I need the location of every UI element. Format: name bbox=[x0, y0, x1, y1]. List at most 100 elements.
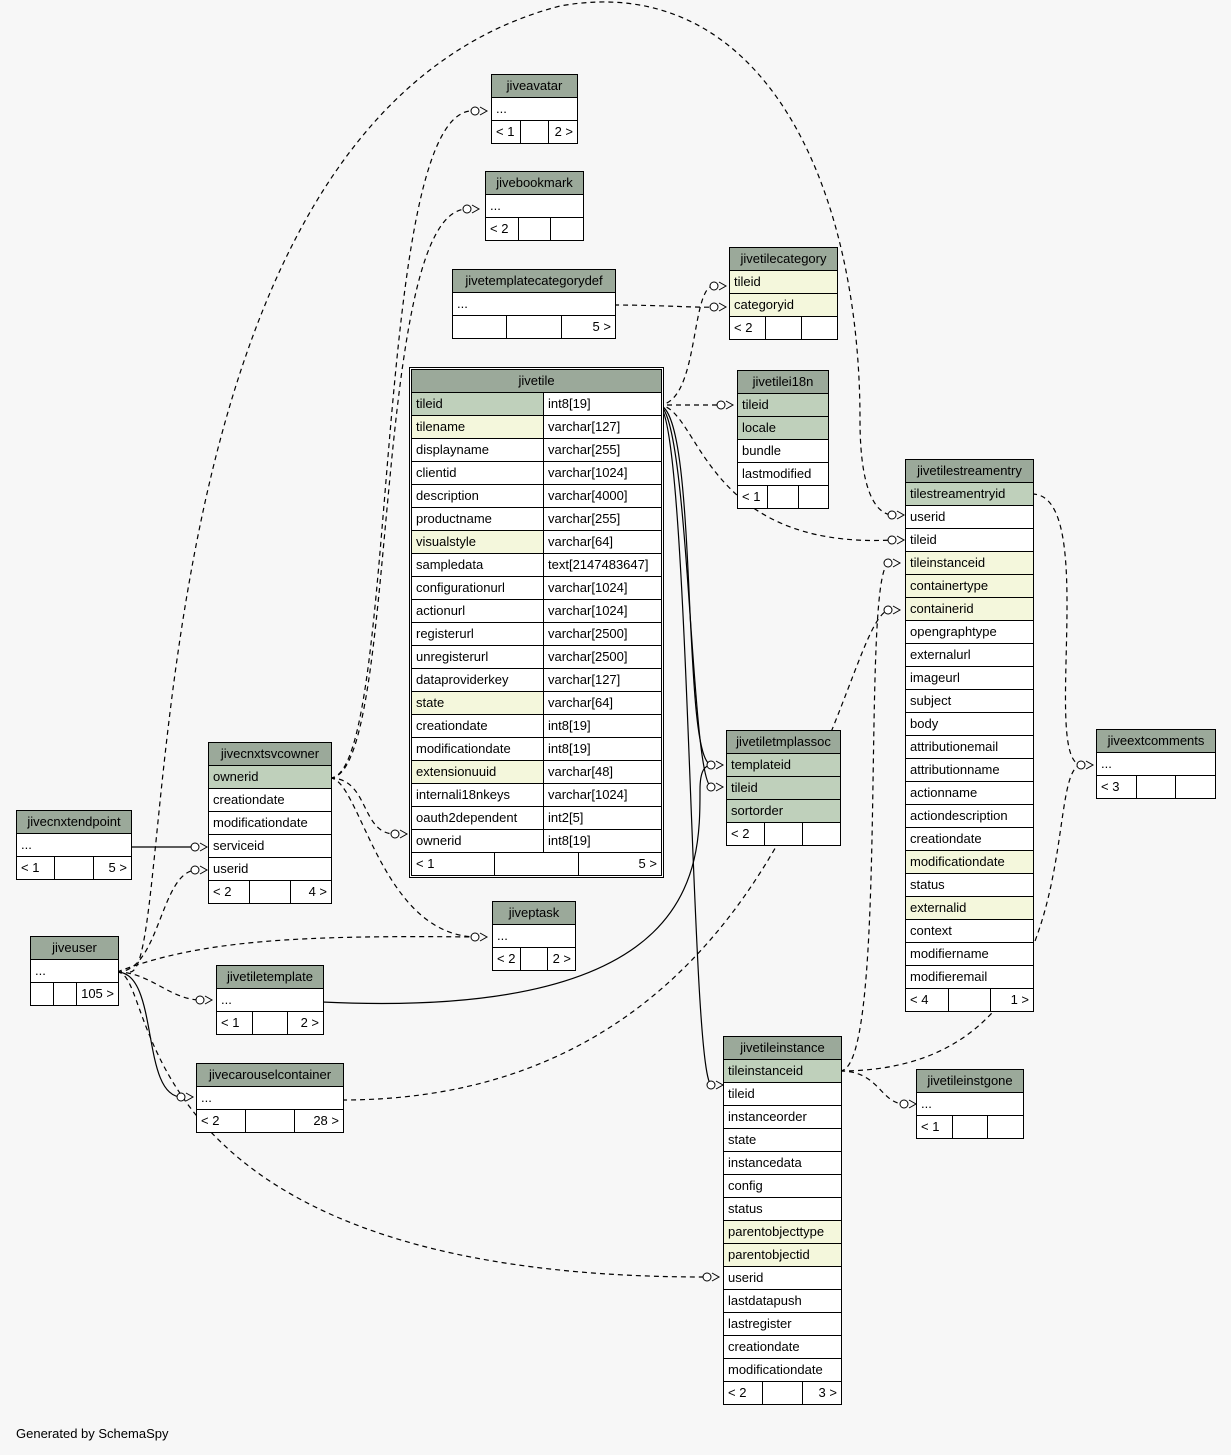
column-row[interactable]: creationdate bbox=[724, 1336, 841, 1359]
column-row[interactable]: userid bbox=[724, 1267, 841, 1290]
column-row[interactable]: tileid bbox=[730, 271, 837, 294]
column-row[interactable]: externalid bbox=[906, 897, 1033, 920]
table-title[interactable]: jivecnxtsvcowner bbox=[209, 743, 331, 766]
column-row[interactable]: attributionname bbox=[906, 759, 1033, 782]
parent-count[interactable]: < 1 bbox=[496, 124, 515, 139]
table-title[interactable]: jiveuser bbox=[31, 937, 118, 960]
parent-count[interactable]: < 4 bbox=[910, 992, 929, 1007]
parent-count[interactable] bbox=[31, 983, 53, 1005]
column-row[interactable]: ownerid bbox=[209, 766, 331, 789]
column-row[interactable]: tileinstanceid bbox=[724, 1060, 841, 1083]
parent-count[interactable]: < 3 bbox=[1101, 779, 1120, 794]
child-count[interactable] bbox=[797, 486, 828, 508]
table-title[interactable]: jivetilei18n bbox=[738, 371, 828, 394]
column-row[interactable]: tileid bbox=[738, 394, 828, 417]
column-row[interactable]: ... bbox=[492, 98, 577, 121]
table-title[interactable]: jivetilestreamentry bbox=[906, 460, 1033, 483]
column-row[interactable]: instancedata bbox=[724, 1152, 841, 1175]
column-row[interactable]: lastregister bbox=[724, 1313, 841, 1336]
column-row[interactable]: actionname bbox=[906, 782, 1033, 805]
parent-count[interactable]: < 2 bbox=[497, 951, 516, 966]
table-title[interactable]: jiveavatar bbox=[492, 75, 577, 98]
table-jivebookmark[interactable]: jivebookmark... < 2 bbox=[485, 171, 584, 241]
column-row[interactable]: ... bbox=[217, 989, 323, 1012]
table-title[interactable]: jivetileinstance bbox=[724, 1037, 841, 1060]
table-title[interactable]: jivecarouselcontainer bbox=[197, 1064, 343, 1087]
column-row[interactable]: config bbox=[724, 1175, 841, 1198]
table-title[interactable]: jiveextcomments bbox=[1097, 730, 1215, 753]
column-row[interactable]: categoryid bbox=[730, 294, 837, 317]
parent-count[interactable]: < 2 bbox=[490, 221, 509, 236]
column-row[interactable]: tileid bbox=[906, 529, 1033, 552]
table-title[interactable]: jivecnxtendpoint bbox=[17, 811, 131, 834]
column-row[interactable]: userid bbox=[209, 858, 331, 881]
column-row[interactable]: imageurl bbox=[906, 667, 1033, 690]
parent-count[interactable]: < 2 bbox=[731, 826, 750, 841]
column-row[interactable]: status bbox=[724, 1198, 841, 1221]
column-row[interactable]: externalurl bbox=[906, 644, 1033, 667]
column-row[interactable]: creationdate bbox=[209, 789, 331, 812]
column-row[interactable]: actiondescription bbox=[906, 805, 1033, 828]
table-jivecarouselcontainer[interactable]: jivecarouselcontainer... < 2 28 > bbox=[196, 1063, 344, 1133]
parent-count[interactable]: < 2 bbox=[728, 1385, 747, 1400]
child-count[interactable]: 5 > bbox=[577, 853, 661, 875]
column-row[interactable]: serviceid bbox=[209, 835, 331, 858]
parent-count[interactable]: < 1 bbox=[921, 1119, 940, 1134]
child-count[interactable]: 105 > bbox=[76, 983, 118, 1005]
table-title[interactable]: jivebookmark bbox=[486, 172, 583, 195]
column-row[interactable]: parentobjecttype bbox=[724, 1221, 841, 1244]
column-row[interactable]: lastmodified bbox=[738, 463, 828, 486]
column-row[interactable]: parentobjectid bbox=[724, 1244, 841, 1267]
column-row[interactable]: sortorder bbox=[727, 800, 840, 823]
column-row[interactable]: modifiername bbox=[906, 943, 1033, 966]
column-row[interactable]: bundle bbox=[738, 440, 828, 463]
child-count[interactable] bbox=[550, 218, 583, 240]
child-count[interactable]: 28 > bbox=[294, 1110, 343, 1132]
table-jiveextcomments[interactable]: jiveextcomments...< 3 bbox=[1096, 729, 1216, 799]
table-jivetemplatecategorydef[interactable]: jivetemplatecategorydef...5 > bbox=[452, 269, 616, 339]
column-row[interactable]: instanceorder bbox=[724, 1106, 841, 1129]
column-row[interactable]: opengraphtype bbox=[906, 621, 1033, 644]
column-row[interactable]: ... bbox=[486, 195, 583, 218]
table-title[interactable]: jivetileinstgone bbox=[917, 1070, 1023, 1093]
parent-count[interactable]: < 2 bbox=[734, 320, 753, 335]
column-row[interactable]: modificationdate bbox=[906, 851, 1033, 874]
column-row[interactable]: locale bbox=[738, 417, 828, 440]
parent-count[interactable]: < 2 bbox=[201, 1113, 220, 1128]
table-title[interactable]: jivetiletmplassoc bbox=[727, 731, 840, 754]
column-row[interactable]: lastdatapush bbox=[724, 1290, 841, 1313]
column-row[interactable]: modifieremail bbox=[906, 966, 1033, 989]
column-row[interactable]: ... bbox=[197, 1087, 343, 1110]
table-title[interactable]: jivetilecategory bbox=[730, 248, 837, 271]
column-row[interactable]: modificationdate bbox=[724, 1359, 841, 1382]
child-count[interactable]: 5 > bbox=[560, 316, 615, 338]
column-row[interactable]: body bbox=[906, 713, 1033, 736]
parent-count[interactable]: < 1 bbox=[416, 856, 435, 871]
column-row[interactable]: ... bbox=[453, 293, 615, 316]
column-row[interactable]: attributionemail bbox=[906, 736, 1033, 759]
column-row[interactable]: context bbox=[906, 920, 1033, 943]
child-count[interactable]: 5 > bbox=[92, 857, 131, 879]
child-count[interactable]: 3 > bbox=[801, 1382, 841, 1404]
column-row[interactable]: ... bbox=[917, 1093, 1023, 1116]
